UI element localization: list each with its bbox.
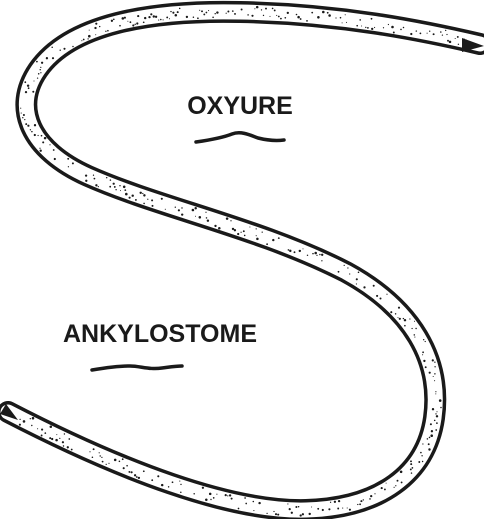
oxyure-worm-icon	[196, 133, 284, 142]
ankylostome-label: ANKYLOSTOME	[63, 320, 257, 348]
large-worm-drawing	[0, 6, 484, 517]
ankylostome-worm-icon	[92, 366, 182, 370]
oxyure-label: OXYURE	[187, 92, 293, 120]
